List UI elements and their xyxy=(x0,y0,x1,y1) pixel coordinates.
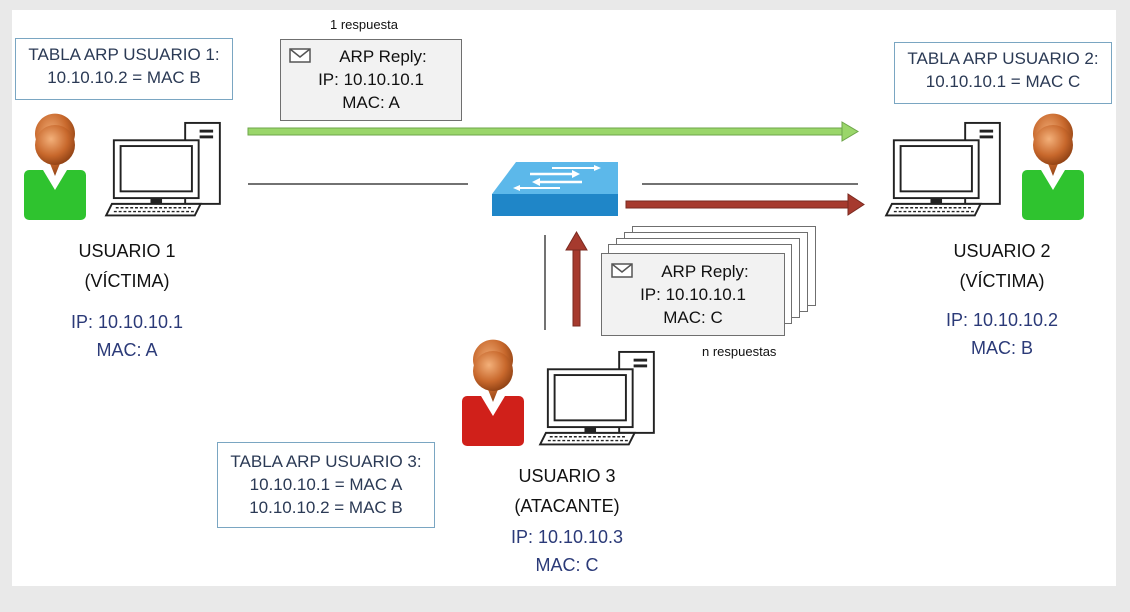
arp-table-user2: TABLA ARP USUARIO 2: 10.10.10.1 = MAC C xyxy=(894,42,1112,104)
message-mac: MAC: C xyxy=(663,308,723,327)
spoofed-reply-arrow xyxy=(625,193,865,216)
user3-ip: IP: 10.10.10.3 xyxy=(510,527,624,547)
arp-table-user3: TABLA ARP USUARIO 3: 10.10.10.1 = MAC A … xyxy=(217,442,435,528)
attacker-up-arrow xyxy=(565,231,588,327)
envelope-icon xyxy=(289,48,311,63)
message-title: ARP Reply: xyxy=(661,262,749,281)
arp-table-user1-title: TABLA ARP USUARIO 1: xyxy=(28,45,220,64)
user2-label: USUARIO 2 (VÍCTIMA) xyxy=(927,236,1077,296)
arp-table-user2-row: 10.10.10.1 = MAC C xyxy=(925,72,1081,91)
user3-label: USUARIO 3 (ATACANTE) xyxy=(492,461,642,521)
arp-table-user3-title: TABLA ARP USUARIO 3: xyxy=(230,452,422,471)
user3-mac: MAC: C xyxy=(535,555,599,575)
user1-label: USUARIO 1 (VÍCTIMA) xyxy=(52,236,202,296)
multi-reply-caption: n respuestas xyxy=(702,344,777,359)
message-ip: IP: 10.10.10.1 xyxy=(318,70,424,89)
single-reply-caption: 1 respuesta xyxy=(330,17,398,32)
arp-reply-arrow xyxy=(247,121,859,142)
user3-name: USUARIO 3 xyxy=(518,466,616,486)
user2-network: IP: 10.10.10.2 MAC: B xyxy=(927,306,1077,362)
user2-name: USUARIO 2 xyxy=(953,241,1051,261)
user2-ip: IP: 10.10.10.2 xyxy=(945,310,1059,330)
arp-table-user1-row: 10.10.10.2 = MAC B xyxy=(47,68,201,87)
envelope-icon xyxy=(611,263,633,278)
network-diagram xyxy=(24,113,1084,446)
arp-reply-message-single: ARP Reply: IP: 10.10.10.1 MAC: A xyxy=(280,39,462,121)
arp-table-user3-row: 10.10.10.1 = MAC A xyxy=(249,475,403,494)
arp-table-user1: TABLA ARP USUARIO 1: 10.10.10.2 = MAC B xyxy=(15,38,233,100)
computer-icon-user2 xyxy=(885,121,1001,217)
user1-name: USUARIO 1 xyxy=(78,241,176,261)
person-icon-user2 xyxy=(1022,113,1084,220)
computer-icon-user1 xyxy=(105,121,221,217)
user1-ip: IP: 10.10.10.1 xyxy=(70,312,184,332)
user3-role: (ATACANTE) xyxy=(514,496,620,516)
user1-role: (VÍCTIMA) xyxy=(84,271,170,291)
arp-table-user2-title: TABLA ARP USUARIO 2: xyxy=(907,49,1099,68)
arp-reply-message-multi: ARP Reply: IP: 10.10.10.1 MAC: C xyxy=(601,253,785,336)
user2-mac: MAC: B xyxy=(970,338,1033,358)
message-ip: IP: 10.10.10.1 xyxy=(640,285,746,304)
user1-mac: MAC: A xyxy=(96,340,158,360)
switch-icon xyxy=(492,162,618,216)
message-title: ARP Reply: xyxy=(339,47,427,66)
user1-network: IP: 10.10.10.1 MAC: A xyxy=(52,308,202,364)
message-mac: MAC: A xyxy=(342,93,400,112)
person-icon-user1 xyxy=(24,113,86,220)
computer-icon-user3 xyxy=(539,350,655,446)
arp-table-user3-row: 10.10.10.2 = MAC B xyxy=(249,498,403,517)
diagram-slide: TABLA ARP USUARIO 1: 10.10.10.2 = MAC B … xyxy=(12,10,1116,586)
user3-network: IP: 10.10.10.3 MAC: C xyxy=(492,523,642,579)
person-icon-user3 xyxy=(462,339,524,446)
user2-role: (VÍCTIMA) xyxy=(959,271,1045,291)
